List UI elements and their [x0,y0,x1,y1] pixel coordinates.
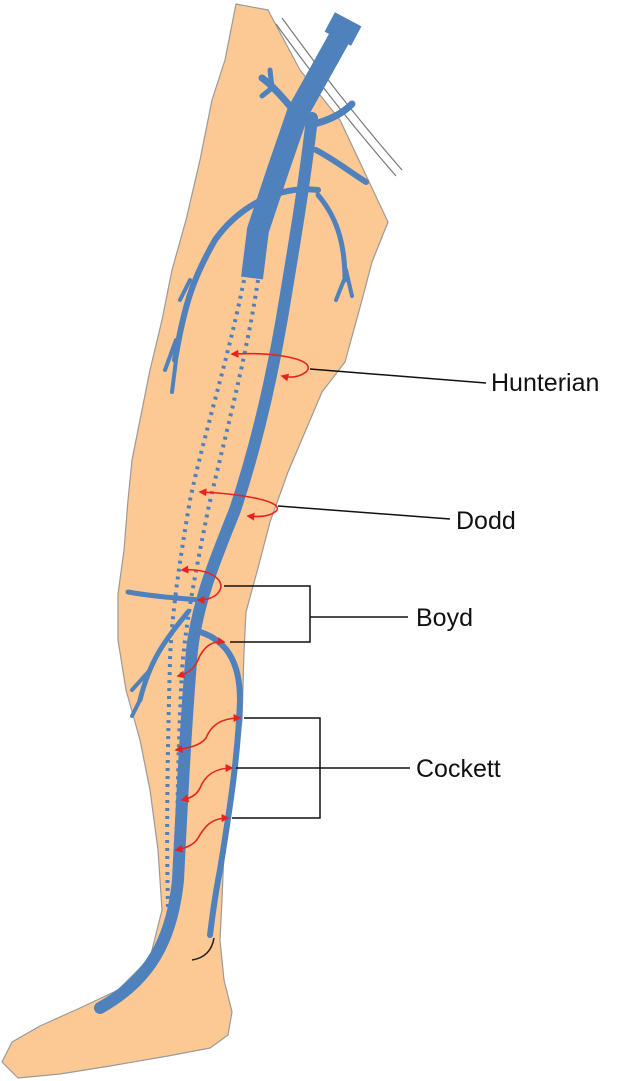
tributary-knee-down [137,609,191,703]
inguinal-ligament-inner [275,23,397,177]
femoral-vein [241,20,356,280]
leg-outline [1,3,389,1079]
tributary-groin-right [310,100,356,128]
perforator-cockett [174,714,242,853]
perforator-dodd-arrow [198,488,278,521]
leader-boyd-bracket [224,585,408,643]
femoral-vein-top [324,12,362,46]
label-boyd: Boyd [416,604,473,632]
tributary-knee-down-twig [130,668,152,718]
perforator-cockett-3-arrow [174,814,230,853]
perforator-hunterian [230,349,309,382]
leader-dodd [277,505,451,520]
inguinal-ligament-outer [281,17,403,171]
tributary-groin-left [258,74,304,122]
label-dodd: Dodd [456,507,516,535]
tributary-groin-left-twig [259,67,275,99]
perforator-cockett-1-arrow [174,714,242,753]
perforator-boyd [176,565,226,679]
perforator-boyd-arrow [180,565,222,604]
leader-hunterian [309,368,487,384]
tributary-groin-right-low [313,147,369,185]
label-hunterian: Hunterian [491,369,600,397]
leader-cockett-bracket [232,717,410,819]
perforator-hunterian-arrow [230,349,309,382]
label-cockett: Cockett [416,755,501,783]
tributary-thigh-lateral-twig [163,278,192,394]
perforator-cockett-2-arrow [180,764,234,803]
tributary-thigh-medial-twig [334,268,354,302]
tributary-thigh-lateral [172,186,321,363]
tributary-thigh-medial [315,192,348,283]
perforator-dodd [198,488,278,521]
perforator-boyd-lower-arrow [176,637,226,679]
ankle-mark [191,937,215,961]
great-saphenous-vein [94,112,318,1014]
